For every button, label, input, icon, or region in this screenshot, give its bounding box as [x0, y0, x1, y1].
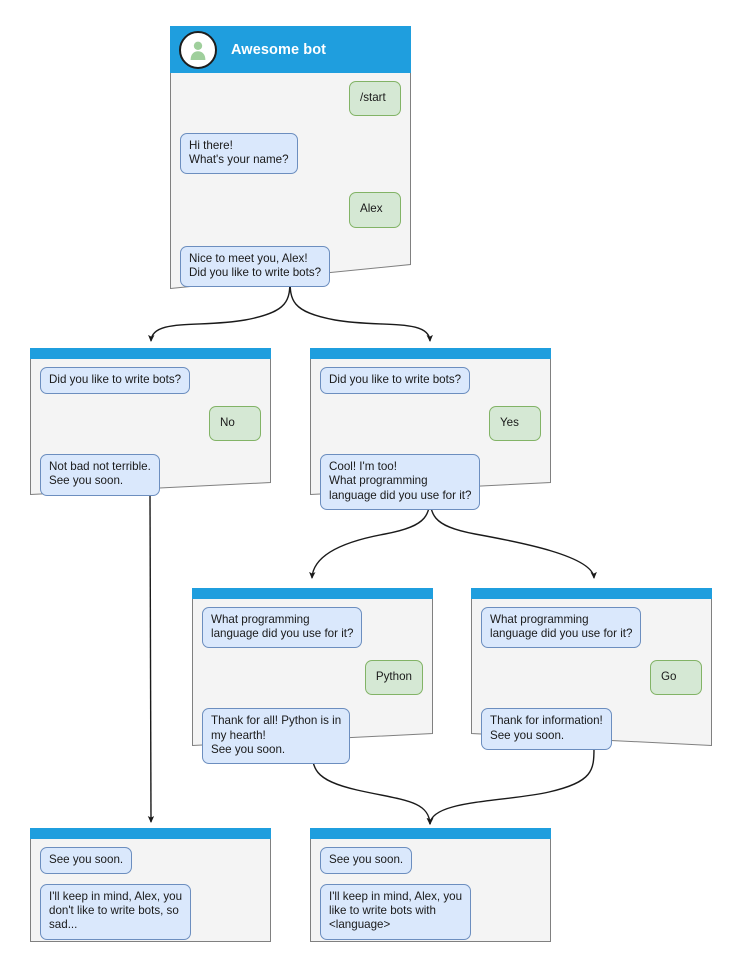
- node-branch-go-chat: What programming language did you use fo…: [471, 599, 712, 750]
- bot-message-bubble[interactable]: What programming language did you use fo…: [481, 607, 642, 649]
- message-row: Go: [481, 660, 702, 696]
- bot-message-bubble[interactable]: Hi there! What's your name?: [180, 133, 298, 175]
- person-avatar-icon: [179, 30, 217, 69]
- user-message-bubble[interactable]: No: [209, 406, 261, 442]
- node-branch-yes[interactable]: Did you like to write bots? Yes Cool! I'…: [310, 348, 551, 510]
- message-row: Alex: [180, 192, 401, 228]
- edge-no-to-end-sad: [147, 494, 155, 823]
- user-message-bubble[interactable]: Go: [650, 660, 702, 696]
- node-branch-python-chat: What programming language did you use fo…: [192, 599, 433, 764]
- message-row: Did you like to write bots?: [40, 367, 261, 395]
- node-branch-python[interactable]: What programming language did you use fo…: [192, 588, 433, 764]
- node-branch-yes-titlebar: [310, 348, 551, 359]
- message-row: What programming language did you use fo…: [481, 607, 702, 649]
- bot-message-bubble[interactable]: Did you like to write bots?: [320, 367, 471, 395]
- message-row: /start: [180, 81, 401, 117]
- node-end-sad-chat: See you soon. I'll keep in mind, Alex, y…: [30, 839, 271, 942]
- message-row: Not bad not terrible. See you soon.: [40, 454, 261, 496]
- node-start-chat: /start Hi there! What's your name? Alex …: [170, 73, 411, 289]
- node-end-happy-titlebar: [310, 828, 551, 839]
- message-row: Did you like to write bots?: [320, 367, 541, 395]
- message-row: Thank for information! See you soon.: [481, 708, 702, 750]
- node-branch-go-titlebar: [471, 588, 712, 599]
- user-message-bubble[interactable]: Yes: [489, 406, 541, 442]
- user-message-bubble[interactable]: /start: [349, 81, 401, 117]
- message-row: Thank for all! Python is in my hearth! S…: [202, 708, 423, 764]
- message-row: What programming language did you use fo…: [202, 607, 423, 649]
- bot-message-bubble[interactable]: I'll keep in mind, Alex, you don't like …: [40, 884, 192, 940]
- node-branch-yes-chat: Did you like to write bots? Yes Cool! I'…: [310, 359, 551, 510]
- node-branch-no-chat: Did you like to write bots? No Not bad n…: [30, 359, 271, 496]
- node-end-happy-chat: See you soon. I'll keep in mind, Alex, y…: [310, 839, 551, 942]
- message-row: I'll keep in mind, Alex, you don't like …: [40, 884, 261, 940]
- message-row: Nice to meet you, Alex! Did you like to …: [180, 245, 401, 287]
- message-row: Yes: [320, 406, 541, 442]
- node-start[interactable]: Awesome bot /start Hi there! What's your…: [170, 26, 411, 289]
- node-branch-no-titlebar: [30, 348, 271, 359]
- node-end-sad-titlebar: [30, 828, 271, 839]
- bot-message-bubble[interactable]: Nice to meet you, Alex! Did you like to …: [180, 245, 331, 287]
- node-branch-no[interactable]: Did you like to write bots? No Not bad n…: [30, 348, 271, 496]
- node-end-happy[interactable]: See you soon. I'll keep in mind, Alex, y…: [310, 828, 551, 942]
- user-message-bubble[interactable]: Alex: [349, 192, 401, 228]
- node-branch-go[interactable]: What programming language did you use fo…: [471, 588, 712, 750]
- message-row: See you soon.: [320, 847, 541, 875]
- node-branch-python-titlebar: [192, 588, 433, 599]
- node-end-sad[interactable]: See you soon. I'll keep in mind, Alex, y…: [30, 828, 271, 942]
- bot-message-bubble[interactable]: Not bad not terrible. See you soon.: [40, 454, 160, 496]
- bot-message-bubble[interactable]: Thank for all! Python is in my hearth! S…: [202, 708, 351, 764]
- user-message-bubble[interactable]: Python: [364, 660, 423, 696]
- bot-message-bubble[interactable]: Thank for information! See you soon.: [481, 708, 612, 750]
- bot-message-bubble[interactable]: Cool! I'm too! What programming language…: [320, 454, 481, 510]
- bot-message-bubble[interactable]: What programming language did you use fo…: [202, 607, 363, 649]
- bot-message-bubble[interactable]: Did you like to write bots?: [40, 367, 191, 395]
- message-row: No: [40, 406, 261, 442]
- edge-go-to-end-happy: [427, 747, 595, 825]
- message-row: Cool! I'm too! What programming language…: [320, 454, 541, 510]
- bot-message-bubble[interactable]: See you soon.: [320, 847, 413, 875]
- bot-message-bubble[interactable]: See you soon.: [40, 847, 133, 875]
- bot-name-label: Awesome bot: [231, 41, 327, 58]
- message-row: Hi there! What's your name?: [180, 133, 401, 175]
- message-row: I'll keep in mind, Alex, you like to wri…: [320, 884, 541, 940]
- bot-message-bubble[interactable]: I'll keep in mind, Alex, you like to wri…: [320, 884, 472, 940]
- message-row: See you soon.: [40, 847, 261, 875]
- message-row: Python: [202, 660, 423, 696]
- node-start-titlebar: Awesome bot: [170, 26, 411, 73]
